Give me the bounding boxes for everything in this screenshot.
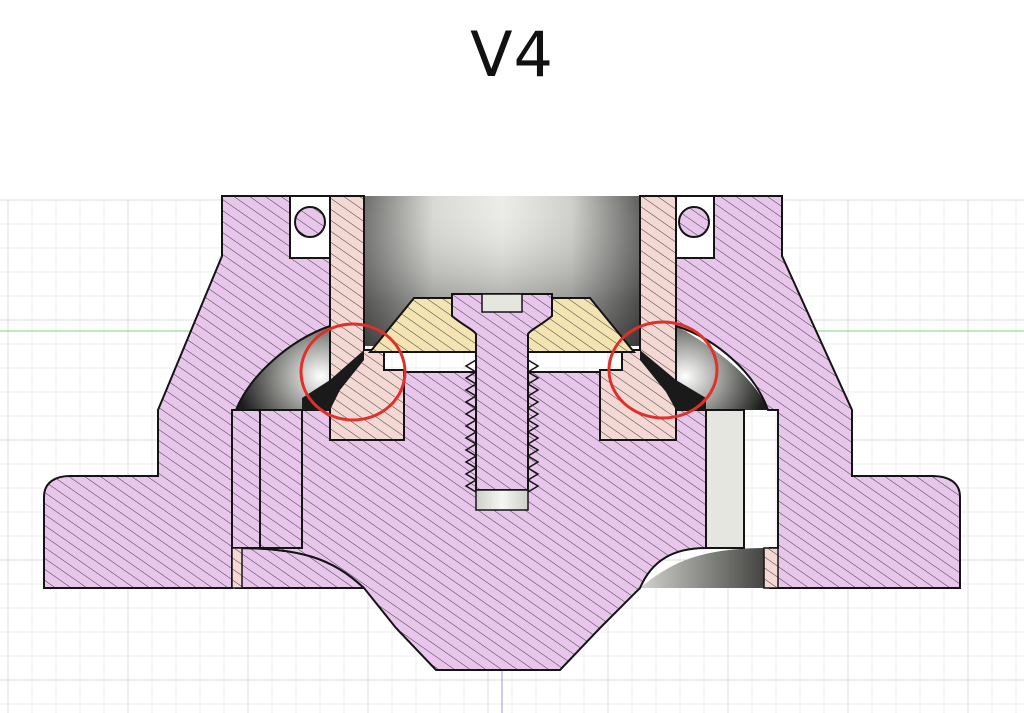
left-pink-strip	[231, 547, 243, 589]
right-cavity	[676, 326, 768, 410]
right-pink-strip	[763, 547, 779, 589]
page-title: V4	[470, 18, 554, 91]
right-oring	[675, 195, 715, 259]
left-oring	[289, 195, 331, 259]
right-slot	[705, 409, 745, 549]
left-highlight-circle	[299, 322, 407, 422]
left-insert	[231, 409, 303, 549]
housing-body-right	[675, 195, 961, 589]
right-seal-wedge	[640, 350, 706, 410]
right-highlight-circle	[607, 320, 719, 420]
screw	[451, 293, 553, 511]
left-cavity	[236, 326, 330, 410]
left-seal-wedge	[302, 350, 364, 410]
